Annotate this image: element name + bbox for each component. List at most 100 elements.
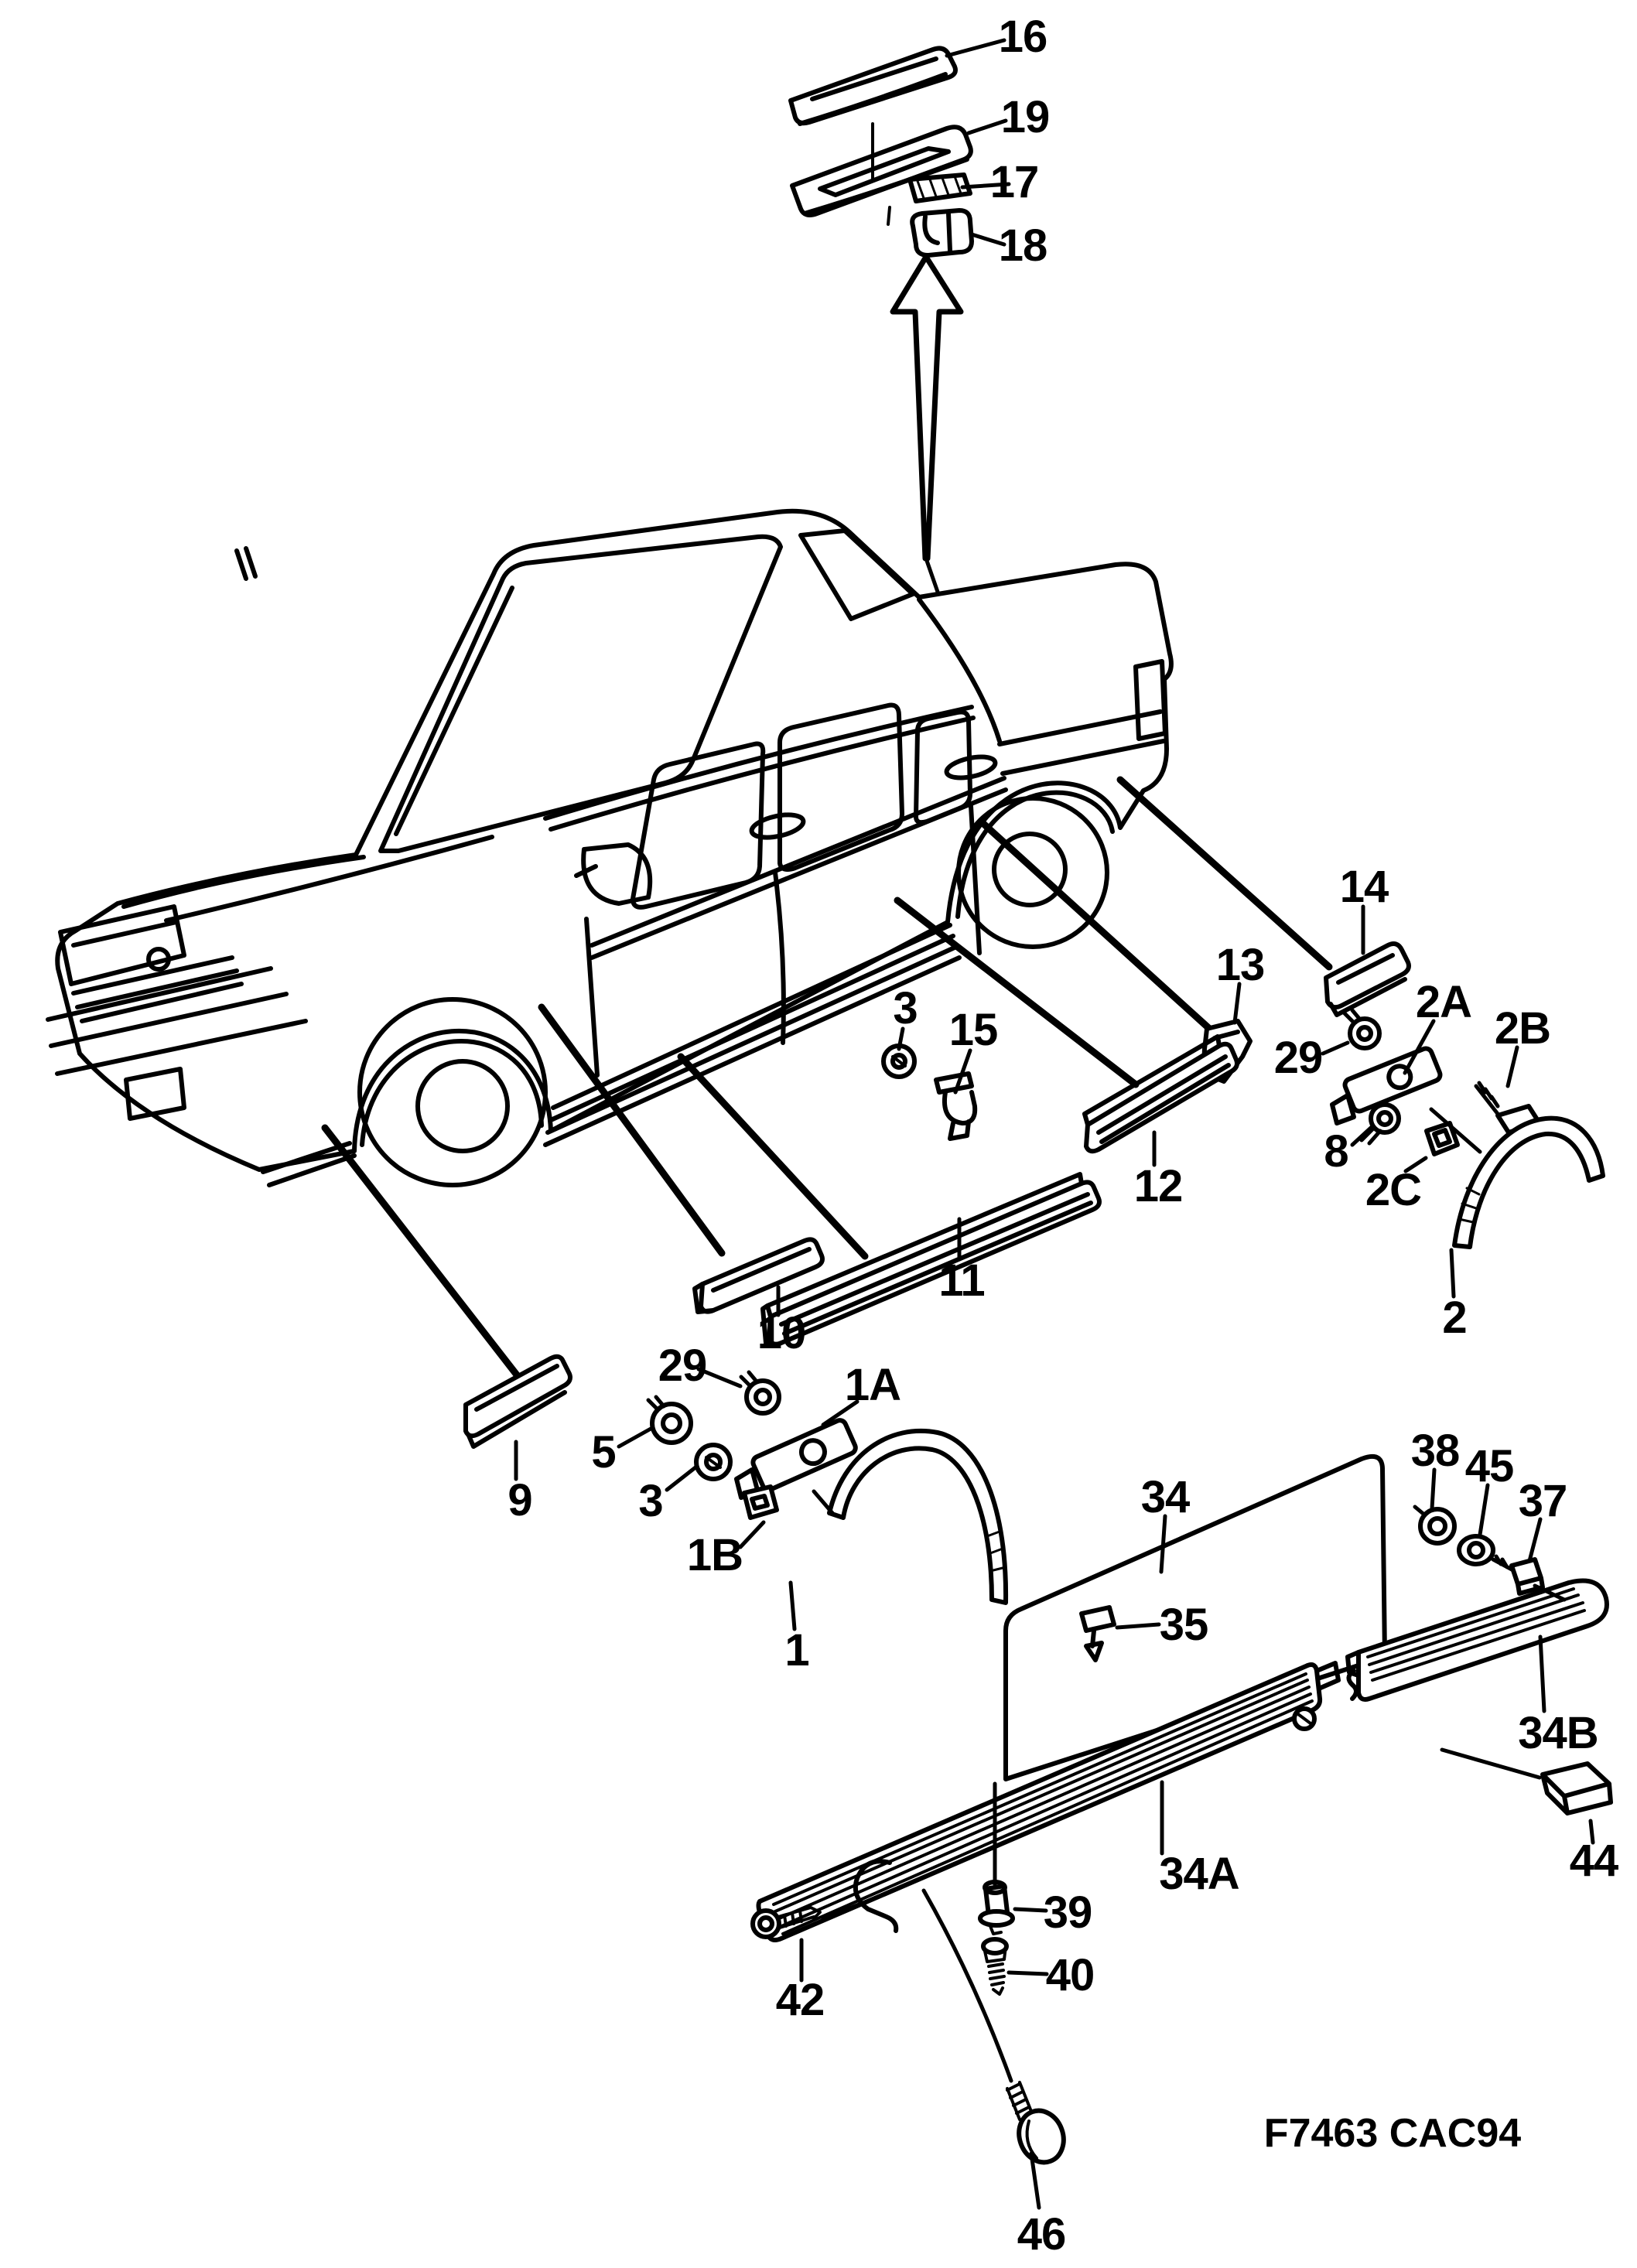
part-35-clip <box>1079 1605 1116 1633</box>
rocker-moulding-stripes <box>261 923 962 1187</box>
leader-to-part-11 <box>677 1053 869 1260</box>
leader-34 <box>1159 1514 1167 1574</box>
door-moulding-parts-group <box>463 1026 1239 1481</box>
part-2a-bracket <box>1342 1046 1443 1114</box>
leader-34b <box>1538 1634 1546 1713</box>
callout-16: 16 <box>998 12 1048 62</box>
part-14-detail <box>1328 953 1407 1017</box>
callout-11: 11 <box>938 1255 985 1306</box>
callout-39: 39 <box>1043 1887 1093 1938</box>
leader-16 <box>945 38 1006 58</box>
car-leader-lines <box>321 776 1333 1381</box>
part-18-drawing <box>910 208 974 258</box>
part-34a-end-hook <box>853 1859 899 1933</box>
part-29-left-grommet <box>744 1378 781 1416</box>
callout-1a: 1A <box>844 1360 901 1410</box>
leader-3-left <box>665 1465 698 1492</box>
part-2a-hole <box>1386 1064 1413 1091</box>
part-8-stud <box>1369 1102 1401 1135</box>
up-arrow-icon <box>890 254 964 562</box>
part-3-left-grommet-center <box>704 1453 723 1471</box>
callout-1: 1 <box>784 1625 809 1675</box>
callout-15: 15 <box>948 1005 999 1055</box>
part-29-right-grommet <box>1348 1016 1382 1050</box>
antenna-stub <box>234 546 258 581</box>
part-3-mid-slot <box>891 1055 907 1067</box>
part-46-cap <box>1017 2108 1066 2165</box>
belt-moulding-strips <box>590 776 1008 960</box>
part-42-screw-head <box>750 1908 781 1939</box>
part-19-drawing <box>790 125 973 217</box>
part-17-hatching <box>916 175 962 200</box>
rear-door-window <box>777 702 904 872</box>
leader-40-label <box>1006 1970 1049 1976</box>
part-16-19-link-line <box>871 122 891 226</box>
front-bumper-strips <box>46 966 308 1076</box>
part-29-left-tab <box>739 1370 759 1388</box>
callout-5: 5 <box>591 1427 616 1477</box>
callout-2b: 2B <box>1494 1003 1551 1054</box>
leader-to-part-12 <box>894 897 1140 1088</box>
part-34b-joint <box>1345 1650 1361 1701</box>
car-illustration <box>46 508 1174 1187</box>
part-42-screw-shaft <box>777 1906 822 1929</box>
link-1a-to-arch <box>812 1489 835 1515</box>
leader-2b <box>1505 1045 1519 1088</box>
headlight <box>58 904 186 986</box>
leader-3-mid <box>897 1026 905 1051</box>
leader-29-right <box>1321 1040 1350 1056</box>
leader-45 <box>1478 1483 1490 1537</box>
part-18-detail <box>922 211 952 253</box>
part-5-grommet-center <box>661 1412 682 1434</box>
part-34a-ribs <box>772 1672 1314 1935</box>
callout-9: 9 <box>508 1475 532 1525</box>
front-tire <box>357 997 548 1187</box>
part-38-nut-center <box>1427 1516 1447 1536</box>
hood-crease-lines <box>121 835 494 923</box>
leader-2c <box>1403 1156 1428 1173</box>
leader-to-part-13 <box>977 818 1226 1044</box>
part-34a-overlap-tab <box>1314 1661 1341 1690</box>
figure-code: F7463 CAC94 <box>1263 2111 1522 2156</box>
part-34-panel <box>1003 1454 1387 1781</box>
callout-12: 12 <box>1133 1161 1184 1211</box>
part-38-nut <box>1418 1507 1457 1546</box>
callout-8: 8 <box>1324 1126 1348 1177</box>
part-16-detail <box>798 56 948 126</box>
callout-1b: 1B <box>686 1530 743 1580</box>
part-1b-clip-inner <box>750 1494 770 1511</box>
part-46-screw-thread <box>1006 2081 1034 2121</box>
part-17-drawing <box>907 172 972 203</box>
callout-10: 10 <box>757 1308 807 1358</box>
leader-8 <box>1350 1125 1374 1147</box>
callout-3-left: 3 <box>638 1476 663 1526</box>
callout-35: 35 <box>1159 1600 1209 1650</box>
door-shut-lines <box>584 804 982 1078</box>
part-39-foot <box>989 1925 1003 1935</box>
callout-14: 14 <box>1339 862 1389 912</box>
part-12-detail <box>1082 1034 1231 1144</box>
part-34a-fastener-slash <box>1297 1713 1312 1725</box>
part-46-cap-detail <box>1025 2119 1038 2160</box>
leader-15 <box>953 1048 972 1095</box>
leader-46-long <box>921 1888 1013 2083</box>
part-34b-sill <box>1356 1578 1609 1702</box>
part-45-washer-center <box>1467 1541 1485 1559</box>
part-38-tab <box>1413 1505 1427 1517</box>
part-11-detail <box>760 1172 1093 1348</box>
part-3-mid-grommet-center <box>890 1053 907 1070</box>
part-40-screw-body <box>983 1945 1007 1996</box>
part-1a-bracket <box>750 1418 858 1492</box>
part-29-right-grommet-center <box>1356 1025 1373 1042</box>
leader-38 <box>1430 1467 1437 1511</box>
leader-39-label <box>1013 1907 1048 1913</box>
part-2b-screw-shaft <box>1474 1081 1500 1116</box>
rear-wheel-rim <box>992 832 1068 907</box>
trunk-shut-line <box>917 597 1002 743</box>
leader-to-part-9 <box>321 1124 522 1381</box>
part-2-arch-trim <box>1452 1115 1605 1249</box>
callout-2: 2 <box>1442 1293 1467 1343</box>
link-2a-to-arch <box>1429 1107 1482 1154</box>
front-door-window <box>631 741 766 910</box>
part-9-detail <box>466 1364 567 1449</box>
